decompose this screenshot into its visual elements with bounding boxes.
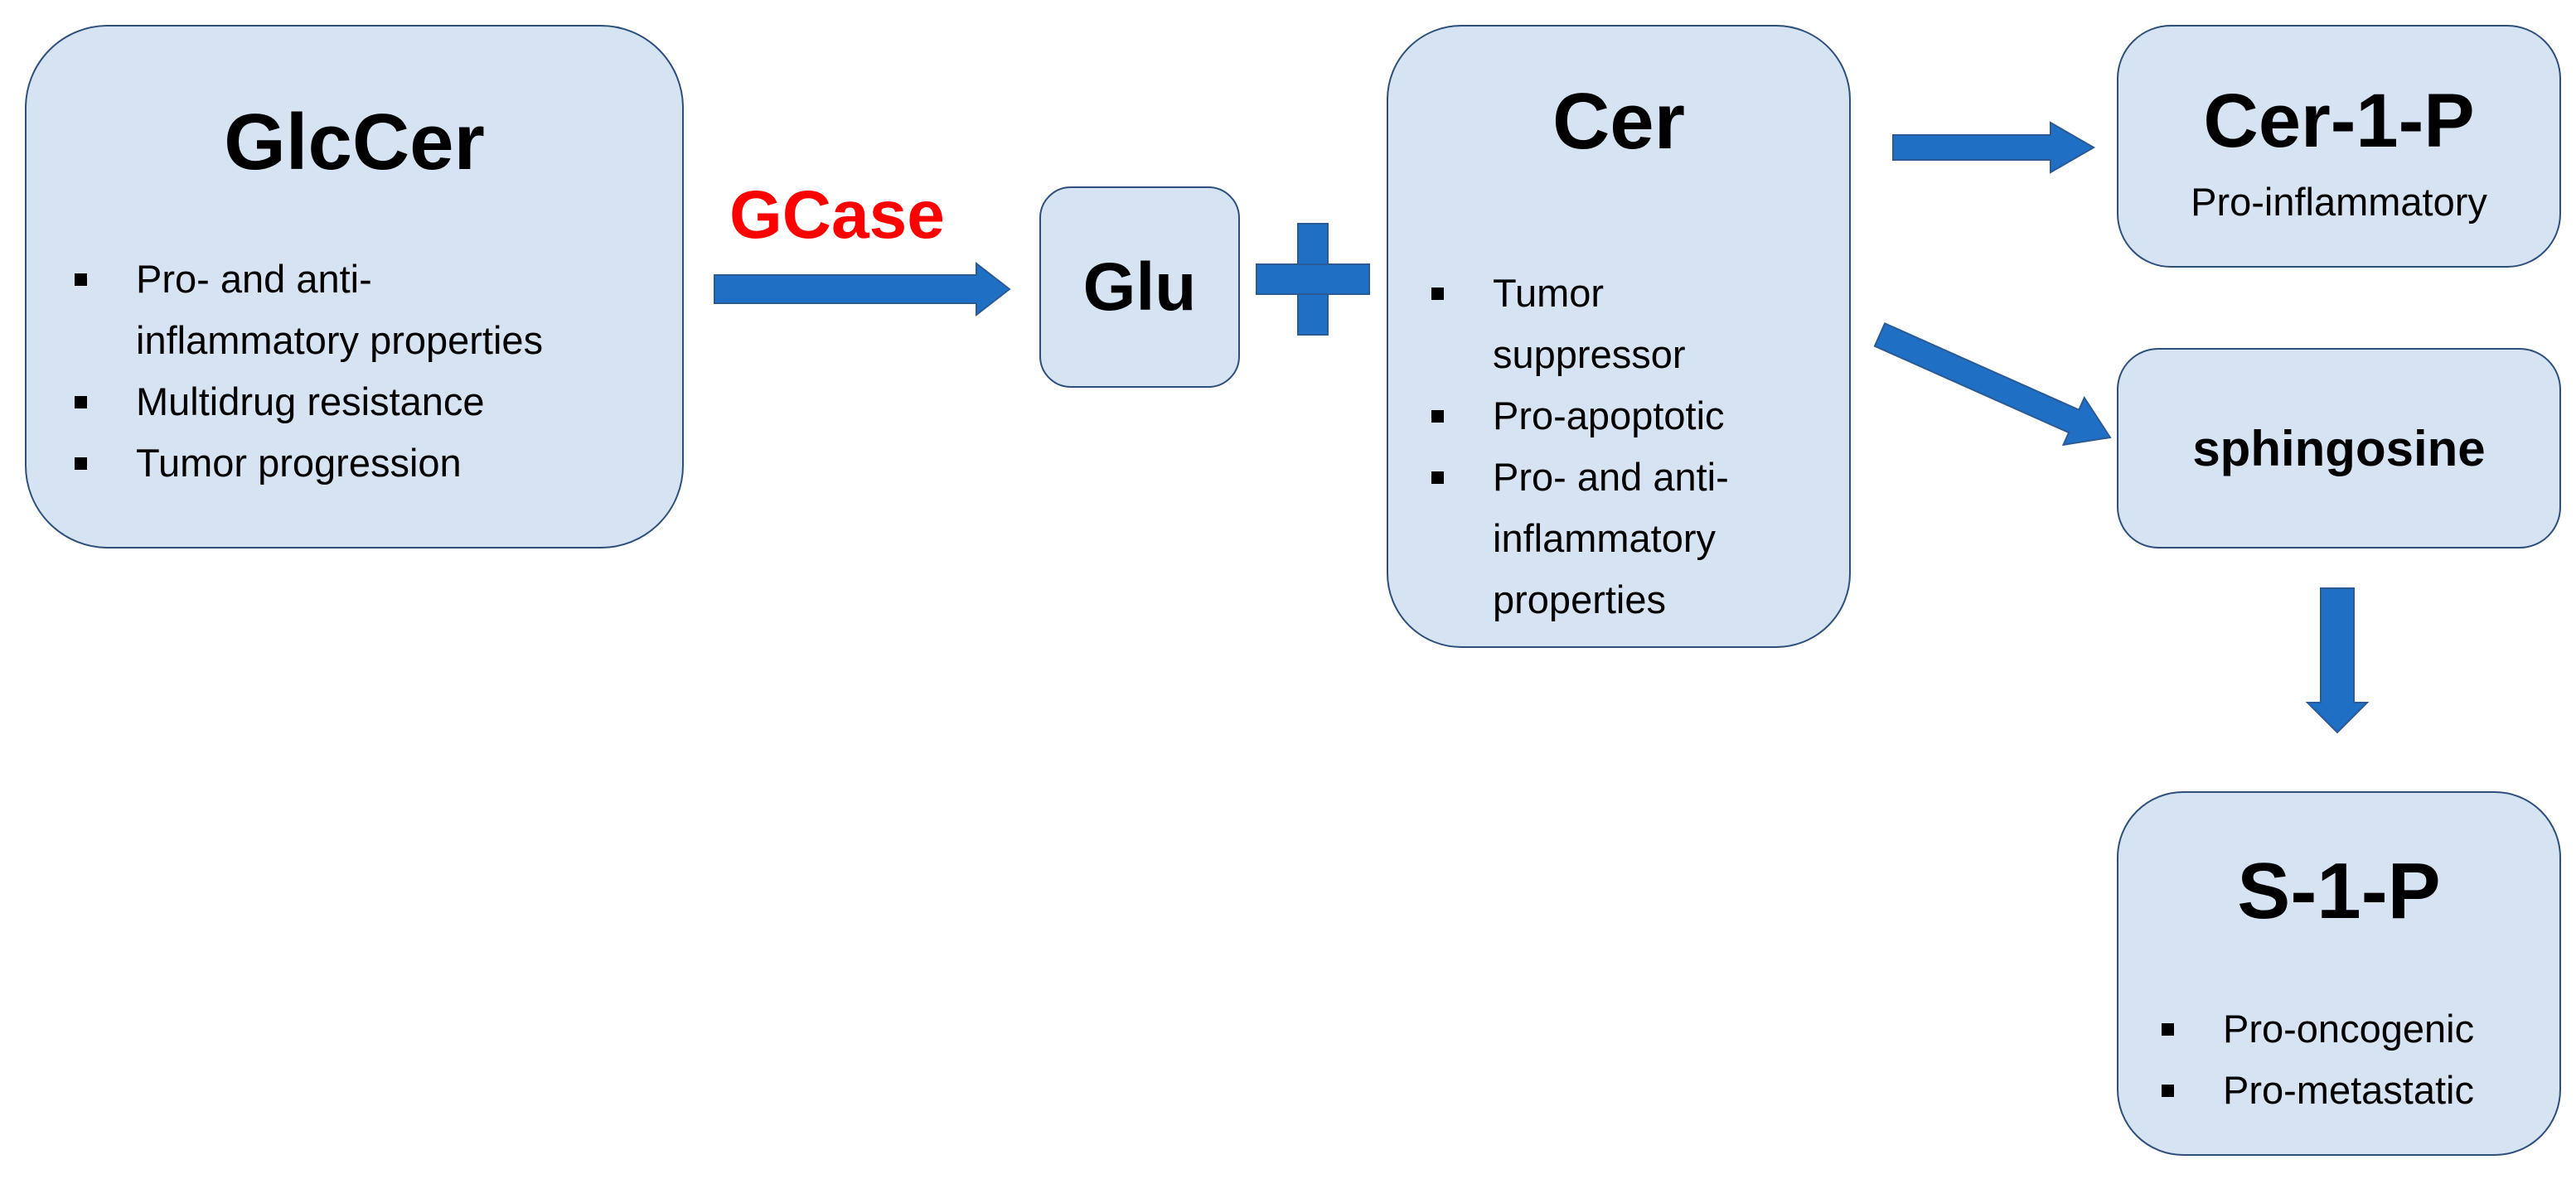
list-item: Tumor [1431, 263, 1729, 324]
list-item-continuation: suppressor [1493, 332, 1686, 376]
node-glu-title: Glu [1082, 249, 1197, 325]
node-cer-list: Tumor suppressor Pro-apoptotic Pro- and … [1431, 263, 1729, 631]
node-cer1p-title: Cer-1-P [2203, 79, 2475, 163]
node-sphingosine: sphingosine [2117, 348, 2561, 548]
node-cer: Cer Tumor suppressor Pro-apoptotic Pro- … [1387, 25, 1851, 648]
node-glu: Glu [1039, 186, 1240, 388]
arrow-cer-to-sphingosine [1873, 321, 2112, 447]
node-sphingosine-title: sphingosine [2192, 421, 2486, 476]
node-cer-title: Cer [1552, 77, 1686, 166]
node-s1p-list: Pro-oncogenic Pro-metastatic [2162, 998, 2474, 1121]
node-glccer-list: Pro- and anti- inflammatory properties M… [75, 249, 543, 494]
arrow-sphingosine-to-s1p [2305, 587, 2370, 734]
list-item: Pro- and anti- [1431, 447, 1729, 508]
node-s1p-title: S-1-P [2237, 847, 2441, 935]
enzyme-label-gcase: GCase [729, 177, 945, 253]
node-cer1p-subtitle: Pro-inflammatory [2191, 180, 2487, 224]
arrow-glccer-to-glu [714, 261, 1011, 317]
list-item: Multidrug resistance [75, 371, 543, 432]
list-item: Pro-metastatic [2162, 1060, 2474, 1121]
list-item: Pro-apoptotic [1431, 385, 1729, 447]
plus-icon [1256, 223, 1370, 336]
list-item: Tumor progression [75, 432, 543, 494]
list-item-continuation: properties [1493, 577, 1666, 621]
list-item-continuation: inflammatory properties [136, 318, 544, 362]
node-s1p: S-1-P Pro-oncogenic Pro-metastatic [2117, 791, 2561, 1156]
node-glccer: GlcCer Pro- and anti- inflammatory prope… [25, 25, 684, 548]
list-item-continuation: inflammatory [1493, 516, 1717, 560]
list-item: Pro- and anti- [75, 249, 543, 310]
node-glccer-title: GlcCer [224, 98, 485, 186]
node-cer1p: Cer-1-P Pro-inflammatory [2117, 25, 2561, 268]
arrow-cer-to-cer1p [1892, 121, 2096, 174]
list-item: Pro-oncogenic [2162, 998, 2474, 1060]
